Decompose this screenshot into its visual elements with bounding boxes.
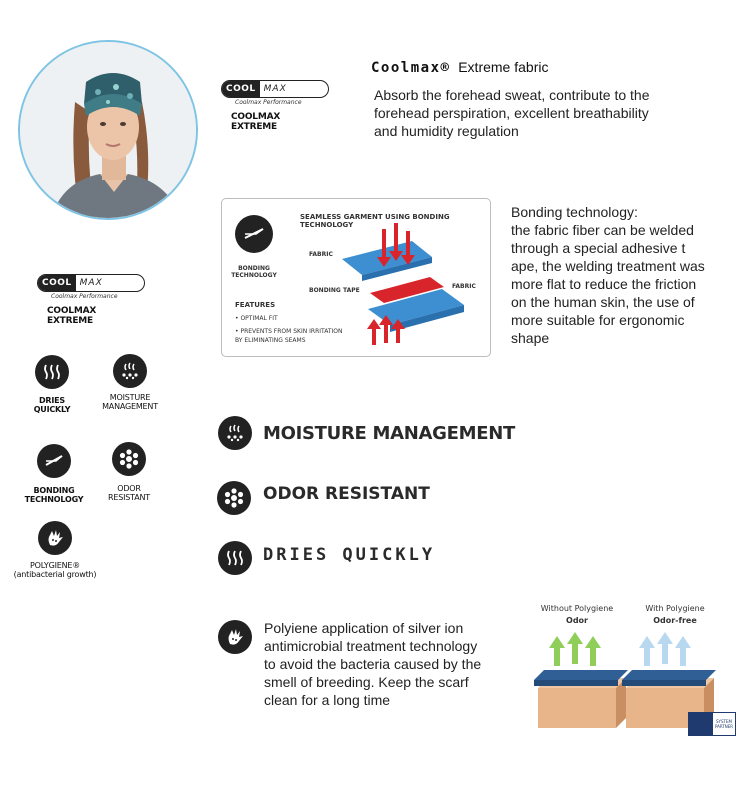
dries-quickly-label: DRIES QUICKLY (33, 396, 71, 414)
coolmax-desc-line: Absorb the forehead sweat, contribute to… (374, 87, 650, 103)
polygiene-desc-line: smell of breeding. Keep the scarf (264, 674, 469, 690)
coolmax-desc-line: and humidity regulation (374, 123, 519, 139)
coolmax-sub: Coolmax Performance (51, 293, 118, 300)
coolmax-heading: Coolmax® Extreme fabric (371, 59, 549, 76)
coolmax-sub: Coolmax Performance (235, 99, 302, 106)
bonding-icon-label: BONDING TECHNOLOGY (231, 265, 277, 279)
odor-resistant-label: ODOR RESISTANT (108, 484, 150, 502)
polygiene-icon (38, 521, 72, 555)
bonding-technology-icon (37, 444, 71, 478)
odor-resistant-icon (112, 442, 146, 476)
polygiene-comparison-graphic (534, 632, 716, 728)
bonding-technology-label: BONDING TECHNOLOGY (24, 486, 84, 504)
coolmax-logo-top: COOL MAX Coolmax Performance COOLMAX EXT… (221, 80, 329, 132)
model-portrait (18, 40, 198, 220)
bonding-desc-line: ape, the welding treatment was (511, 258, 705, 274)
without-polygiene-title: Without Polygiene (540, 604, 614, 613)
coolmax-desc-line: forehead perspiration, excellent breatha… (374, 105, 649, 121)
dries-quickly-icon (35, 355, 69, 389)
bonding-diagram: SEAMLESS GARMENT USING BONDING TECHNOLOG… (221, 198, 491, 357)
polygiene-description: Polyiene application of silver ion antim… (264, 619, 524, 709)
coolmax-logo-left: COOL MAX Coolmax Performance COOLMAX EXT… (37, 274, 145, 326)
moisture-management-icon (218, 416, 252, 450)
polygiene-diagram: Without Polygiene Odor With Polygiene Od… (530, 604, 740, 740)
bonding-description: Bonding technology: the fabric fiber can… (511, 203, 746, 347)
with-polygiene-sub: Odor-free (653, 616, 697, 625)
polygiene-label: POLYGIENE® (antibacterial growth) (13, 561, 97, 579)
coolmax-extreme-caption: COOLMAX EXTREME (231, 112, 281, 132)
bonding-layers-graphic (342, 223, 464, 345)
label-fabric-top: FABRIC (309, 251, 333, 258)
bonding-diagram-title: SEAMLESS GARMENT USING BONDING TECHNOLOG… (300, 213, 450, 229)
label-fabric-right: FABRIC (452, 283, 476, 290)
bonding-desc-line: through a special adhesive t (511, 240, 686, 256)
coolmax-description: Absorb the forehead sweat, contribute to… (374, 86, 724, 140)
features-list: • OPTIMAL FIT • PREVENTS FROM SKIN IRRIT… (235, 315, 343, 344)
dries-quickly-feature-icon (218, 541, 252, 575)
bonding-desc-line: the fabric fiber can be welded (511, 222, 694, 238)
polygiene-desc-line: clean for a long time (264, 692, 391, 708)
bonding-icon (235, 215, 273, 253)
moisture-icon (113, 354, 147, 388)
polygiene-desc-line: to avoid the bacteria caused by the (264, 656, 482, 672)
moisture-label: MOISTURE MANAGEMENT (102, 393, 158, 411)
odor-resistant-heading: ODOR RESISTANT (263, 484, 430, 504)
polygiene-partner-badge: SYSTEM PARTNER (688, 712, 736, 736)
without-polygiene-sub: Odor (566, 616, 588, 625)
bonding-desc-line: shape (511, 330, 550, 346)
label-bonding-tape: BONDING TAPE (309, 287, 360, 294)
bonding-desc-line: on the human skin, the use of (511, 294, 695, 310)
features-title: FEATURES (235, 301, 276, 309)
dries-quickly-heading: DRIES QUICKLY (263, 545, 436, 565)
with-polygiene-title: With Polygiene (645, 604, 705, 613)
coolmax-extreme-caption: COOLMAX EXTREME (47, 306, 97, 326)
polygiene-desc-line: Polyiene application of silver ion (264, 620, 464, 636)
odor-resistant-feature-icon (217, 481, 251, 515)
moisture-management-heading: MOISTURE MANAGEMENT (263, 423, 515, 444)
bonding-desc-line: more flat to reduce the friction (511, 276, 697, 292)
bonding-desc-line: more suitable for ergonomic (511, 312, 685, 328)
polygiene-desc-line: antimicrobial treatment technology (264, 638, 478, 654)
bonding-desc-line: Bonding technology: (511, 204, 638, 220)
polygiene-feature-icon (218, 620, 252, 654)
